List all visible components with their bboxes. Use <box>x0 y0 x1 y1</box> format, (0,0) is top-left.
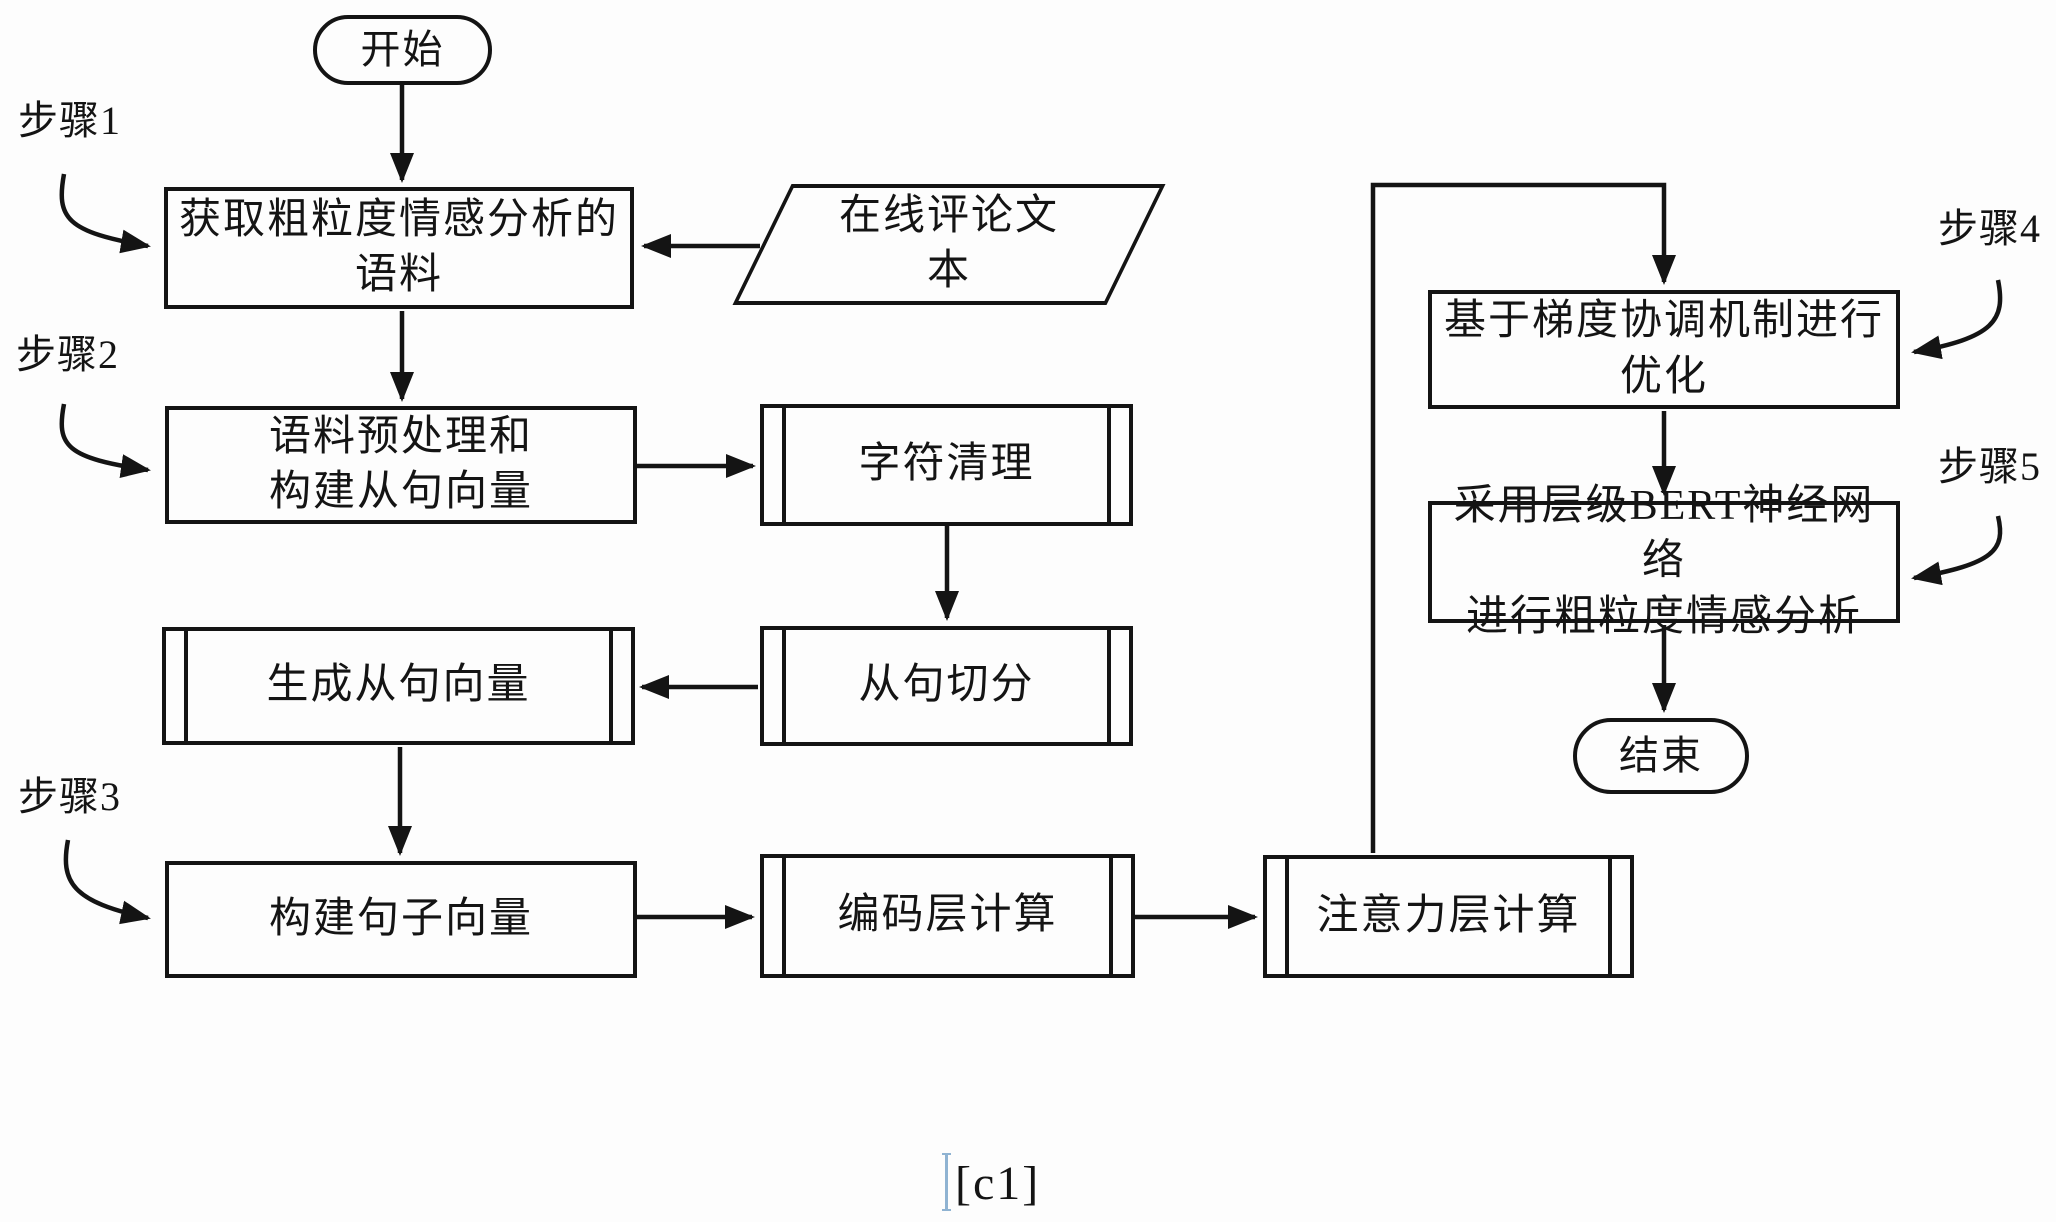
step3-label: 步骤3 <box>18 764 121 822</box>
encoding-layer-label: 编码层计算 <box>837 888 1057 943</box>
step3-pointer-arrow <box>66 840 148 918</box>
step2-label: 步骤2 <box>16 322 119 380</box>
start-label: 开始 <box>361 24 445 77</box>
step4-pointer-arrow <box>1914 280 2000 352</box>
step5-label: 步骤5 <box>1938 434 2041 492</box>
build-sentence-vector-box: 构建句子向量 <box>165 861 637 978</box>
attention-layer-label: 注意力层计算 <box>1316 889 1580 944</box>
figure-caption: [c1] <box>955 1156 1040 1211</box>
char-clean-label: 字符清理 <box>858 437 1034 492</box>
end-terminator: 结束 <box>1573 718 1749 794</box>
hierarchical-bert-box: 采用层级BERT神经网络 进行粗粒度情感分析 <box>1428 501 1900 623</box>
hierarchical-bert-label: 采用层级BERT神经网络 进行粗粒度情感分析 <box>1432 479 1896 645</box>
step1-label: 步骤1 <box>18 88 121 146</box>
online-review-label: 在线评论文 本 <box>839 189 1059 300</box>
build-sentence-vector-label: 构建句子向量 <box>269 892 533 947</box>
end-label: 结束 <box>1619 730 1703 783</box>
start-terminator: 开始 <box>313 15 492 85</box>
preprocess-label: 语料预处理和 构建从句向量 <box>269 410 533 521</box>
gradient-harmonize-label: 基于梯度协调机制进行 优化 <box>1444 294 1884 405</box>
online-review-parallelogram: 在线评论文 本 <box>732 184 1165 305</box>
gen-clause-vector-box: 生成从句向量 <box>162 627 635 745</box>
acquire-corpus-label: 获取粗粒度情感分析的 语料 <box>179 193 619 304</box>
acquire-corpus-box: 获取粗粒度情感分析的 语料 <box>164 187 634 309</box>
clause-split-box: 从句切分 <box>760 626 1133 746</box>
step5-pointer-arrow <box>1914 516 2000 578</box>
step2-pointer-arrow <box>62 404 148 470</box>
attention-layer-box: 注意力层计算 <box>1263 855 1634 978</box>
char-clean-box: 字符清理 <box>760 404 1133 526</box>
caption-cursor <box>945 1153 948 1211</box>
encoding-layer-box: 编码层计算 <box>760 854 1135 978</box>
clause-split-label: 从句切分 <box>858 658 1034 713</box>
gradient-harmonize-box: 基于梯度协调机制进行 优化 <box>1428 290 1900 409</box>
step4-label: 步骤4 <box>1938 196 2041 254</box>
step1-pointer-arrow <box>62 174 148 246</box>
preprocess-box: 语料预处理和 构建从句向量 <box>165 406 637 524</box>
gen-clause-vector-label: 生成从句向量 <box>266 658 530 713</box>
